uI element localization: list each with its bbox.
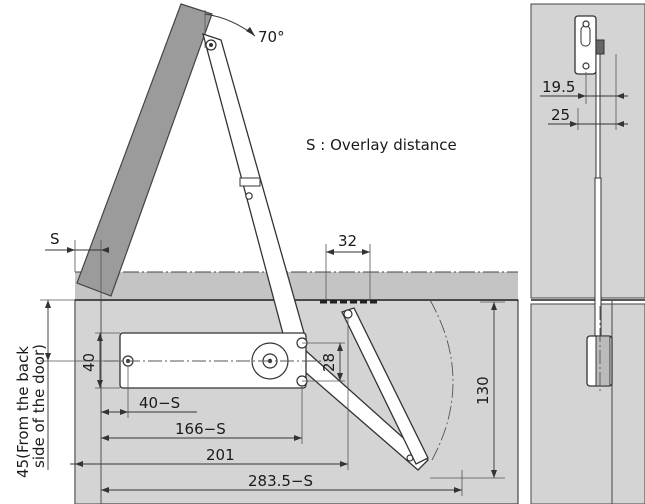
dim-283-5-s-label: 283.5−S — [248, 472, 313, 490]
dim-45 — [40, 299, 120, 470]
dim-40-s — [101, 366, 197, 418]
dim-40-label: 40 — [80, 353, 98, 372]
dim-32 — [325, 244, 371, 300]
dim-s — [45, 240, 109, 300]
dim-25-label: 25 — [551, 106, 570, 124]
lid-top-strip — [75, 271, 518, 301]
side-view — [530, 3, 645, 504]
dim-40 — [95, 332, 120, 389]
cabinet-mount-bracket — [119, 332, 308, 389]
stay-support-arm — [341, 307, 429, 465]
dim-28 — [302, 342, 345, 382]
dim-166-s-label: 166−S — [175, 420, 226, 438]
dim-28-label: 28 — [320, 353, 338, 372]
dim-130-label: 130 — [474, 376, 492, 405]
dim-19-5-label: 19.5 — [542, 78, 575, 96]
dim-166-s — [101, 386, 303, 444]
dim-201 — [70, 318, 349, 470]
swing-arc — [429, 299, 454, 461]
dim-45-label-line2: side of the door) — [30, 344, 48, 468]
dim-19-5 — [540, 54, 628, 130]
overlay-legend: S : Overlay distance — [306, 136, 457, 154]
dim-25 — [548, 108, 628, 130]
dim-s-label: S — [50, 230, 60, 248]
dim-283-5-s — [101, 470, 463, 496]
dim-201-label: 201 — [206, 446, 235, 464]
dim-32-label: 32 — [338, 232, 357, 250]
dim-45-label-line1: 45(From the back — [14, 346, 32, 478]
angle-label: 70° — [258, 28, 285, 46]
dim-40-s-label: 40−S — [139, 394, 180, 412]
dim-130 — [430, 301, 505, 479]
open-lid-door — [76, 3, 213, 297]
